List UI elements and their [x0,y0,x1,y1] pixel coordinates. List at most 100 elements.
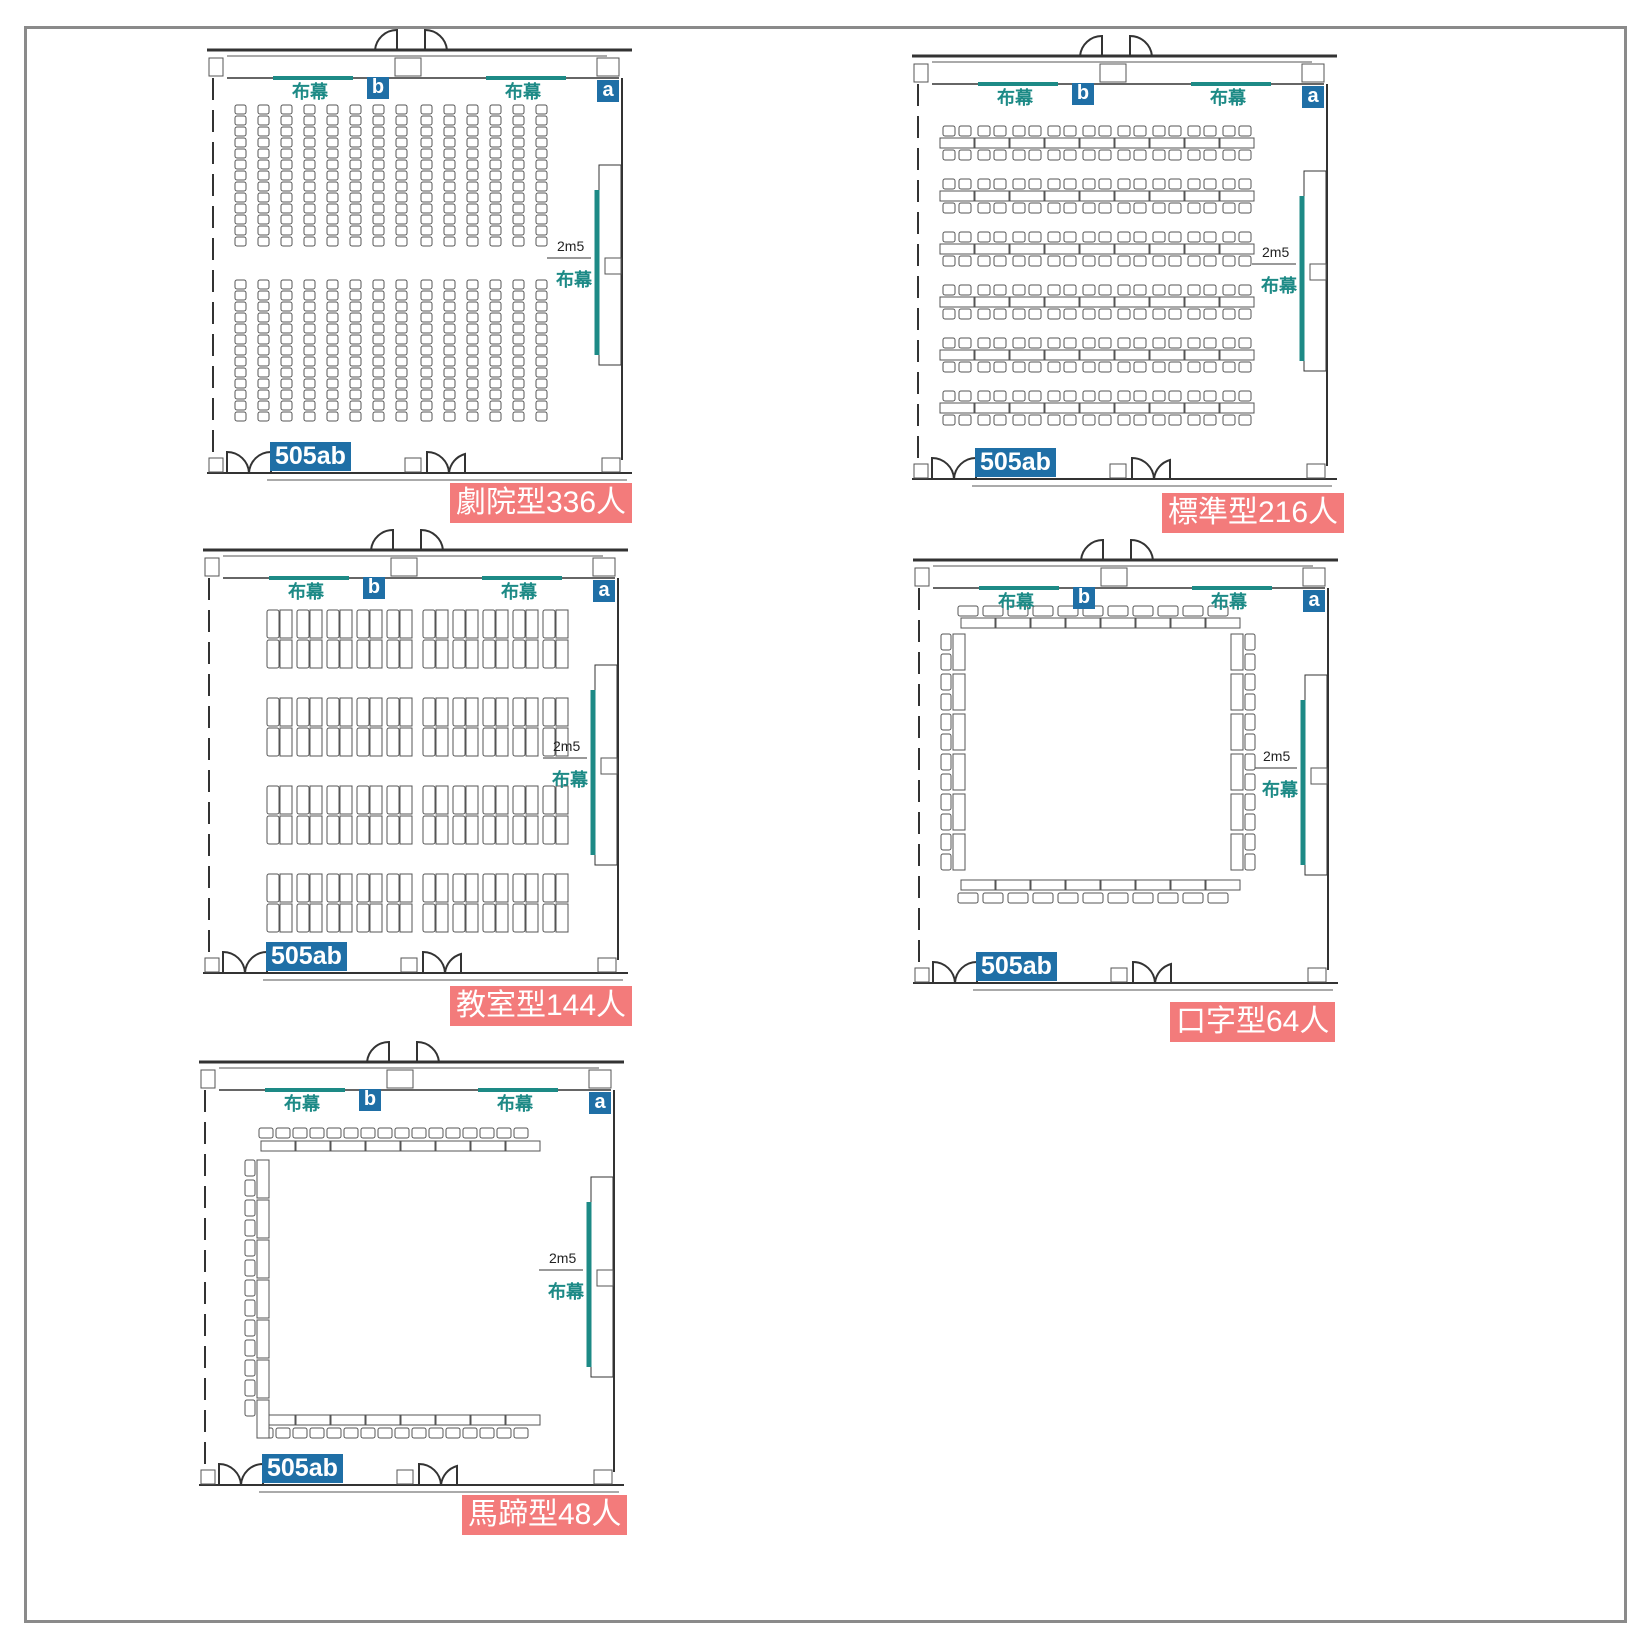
chair [977,414,991,426]
table [495,727,509,757]
chair [1182,892,1204,904]
dimension-label: 2m5 [549,1250,577,1266]
chair [356,903,370,933]
chair [372,378,385,389]
chair [326,290,339,301]
chair [1063,202,1077,214]
chair [349,126,362,137]
chair [1028,390,1042,402]
plan-drawing-classroom [203,528,628,981]
chair [280,400,293,411]
chair [958,255,972,267]
room-shell [203,528,628,981]
chair [1063,361,1077,373]
table [465,873,479,903]
chair [1063,255,1077,267]
chair [1168,178,1182,190]
screen-label-right: 布幕 [548,1282,584,1302]
chair [395,345,408,356]
chair [512,411,525,422]
chair [443,159,456,170]
chair [280,345,293,356]
chair [428,1427,444,1439]
table [369,815,383,845]
chair [443,411,456,422]
chair [1244,753,1256,771]
chair [1152,361,1166,373]
chair [266,873,280,903]
chair [1238,231,1252,243]
chair [244,1259,256,1277]
chair [257,411,270,422]
chair [1012,337,1026,349]
chair [303,159,316,170]
chair [266,727,280,757]
chair [1203,125,1217,137]
chair [326,181,339,192]
chair [1098,361,1112,373]
chair [395,301,408,312]
chair [466,411,479,422]
chair [1152,202,1166,214]
table [1030,879,1066,891]
chair [1082,284,1096,296]
chair [452,873,466,903]
chair [993,390,1007,402]
chair [326,389,339,400]
chair [466,378,479,389]
chair [280,389,293,400]
chair [372,312,385,323]
chair [1028,202,1042,214]
chair [395,334,408,345]
chair [280,104,293,115]
chair [443,203,456,214]
table [555,873,569,903]
chair [535,115,548,126]
chair [244,1299,256,1317]
chair [443,236,456,247]
chair [489,279,502,290]
chair [958,178,972,190]
chair [512,345,525,356]
chair [1047,125,1061,137]
chair [257,290,270,301]
chair [395,323,408,334]
table [939,402,975,414]
chair [443,290,456,301]
chair [234,115,247,126]
table [369,609,383,639]
chair [303,411,316,422]
table [1205,617,1241,629]
chair [1082,231,1096,243]
chair [1047,284,1061,296]
chair [466,290,479,301]
chair [1238,255,1252,267]
chair [303,203,316,214]
chair [1152,414,1166,426]
table [555,609,569,639]
chair [993,337,1007,349]
table [256,1359,270,1399]
chair [1133,231,1147,243]
bottom-door-1 [931,456,955,480]
table [1149,349,1185,361]
chair [1082,414,1096,426]
chair [420,290,433,301]
table [525,903,539,933]
chair [1152,308,1166,320]
chair [349,170,362,181]
chair [349,159,362,170]
chair [257,159,270,170]
chair [280,137,293,148]
chair [993,284,1007,296]
chair [1238,414,1252,426]
chair [326,1127,342,1139]
table [435,785,449,815]
chair [1187,284,1201,296]
table [435,903,449,933]
chair [386,903,400,933]
chair [1117,390,1131,402]
chair [257,126,270,137]
chair [1133,284,1147,296]
